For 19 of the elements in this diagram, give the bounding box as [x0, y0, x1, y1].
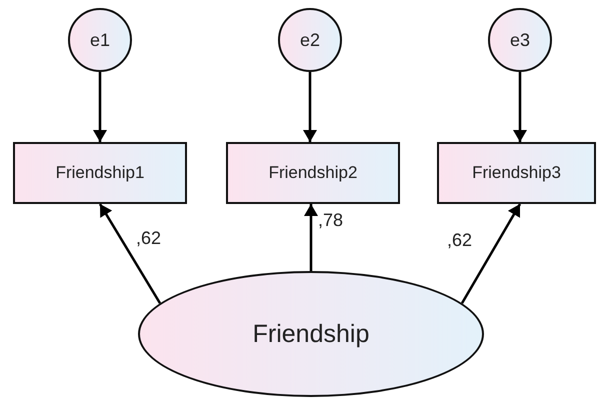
node-label: Friendship — [252, 320, 370, 348]
edge-label: ,62 — [447, 230, 472, 251]
arrow — [460, 203, 522, 304]
arrow — [93, 72, 107, 142]
arrow — [304, 204, 318, 271]
node-label: e2 — [300, 30, 320, 50]
variable-box — [437, 142, 596, 204]
node-label: Friendship2 — [268, 163, 358, 183]
node-label: e3 — [510, 30, 530, 50]
node-label: e1 — [90, 30, 110, 50]
edge-label: ,62 — [136, 228, 162, 249]
node-label: Friendship1 — [56, 163, 144, 183]
arrow — [98, 203, 162, 304]
variable-box — [13, 142, 187, 204]
arrow — [303, 72, 317, 142]
node-label: Friendship3 — [472, 163, 561, 183]
arrow — [513, 72, 527, 142]
variable-box — [226, 142, 400, 204]
edge-label: ,78 — [318, 210, 344, 231]
